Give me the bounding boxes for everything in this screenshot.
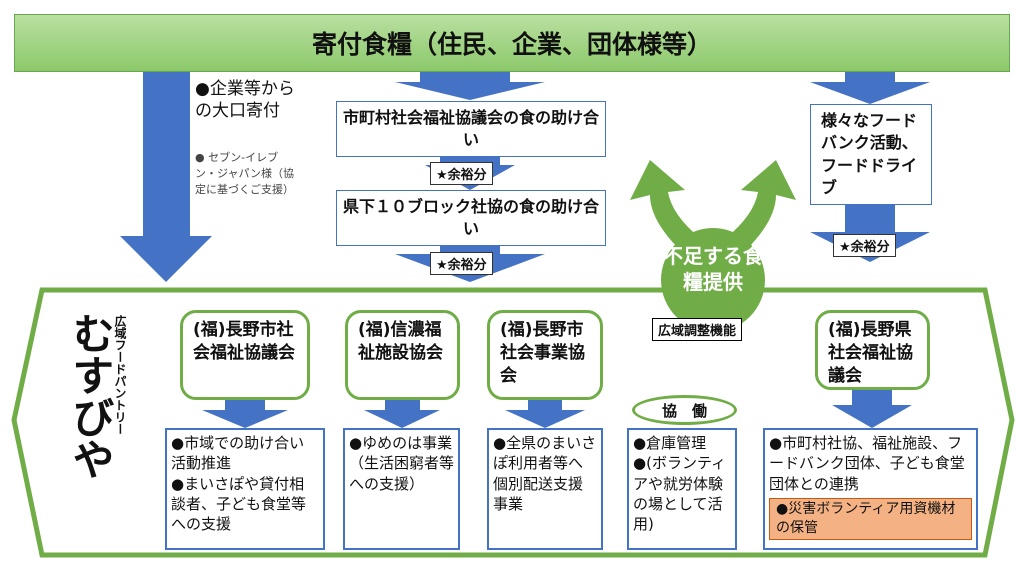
surplus-label: ★余裕分 (430, 252, 493, 275)
pantry-hexagon (11, 287, 1015, 558)
bulk-donation-note: ●企業等からの大口寄付 (195, 79, 295, 122)
activity-item: ●(ボランティアや就労体験の場として活用) (633, 454, 727, 533)
shortage-circle (661, 228, 765, 332)
org-nagano-pref-shakyo: (福)長野県社会福祉協議会 (815, 310, 930, 390)
collaboration-ellipse: 協 働 (632, 395, 737, 425)
top-middle-arrow (395, 72, 545, 100)
shinano-activities: ●ゆめのは事業（生活困窮者等への支援） (343, 428, 460, 550)
brand-subtitle: 広域フードパントリー (113, 315, 127, 435)
activity-item: ●市町村社協、福祉施設、フードバンク団体、子ども食堂団体との連携 (769, 434, 965, 493)
activity-item: ●市域での助け合い活動推進 (171, 434, 305, 473)
activity-item: ●まいさぽや貸付相談者、子ども食堂等への支援 (171, 474, 307, 534)
org-shinano-welfare: (福)信濃福祉施設協会 (345, 310, 460, 400)
warehouse-activities: ●倉庫管理 ●(ボランティアや就労体験の場として活用) (627, 428, 737, 550)
left-big-arrow (120, 72, 212, 282)
activity-item: ●ゆめのは事業（生活困窮者等への支援） (349, 434, 455, 493)
surplus-label: ★余裕分 (430, 162, 493, 185)
right-arrow-2 (810, 205, 930, 262)
surplus-label: ★余裕分 (833, 234, 896, 257)
top-right-arrow (810, 72, 930, 104)
regional-coordination-label: 広域調整機能 (652, 318, 743, 341)
brand-name: むすびや (66, 312, 115, 480)
activity-item: ●倉庫管理 (633, 434, 707, 452)
seven-eleven-note: ● セブン-イレブン・ジャパン様（協定に基づくご支援） (195, 151, 294, 196)
food-bank-activities-box: 様々なフードバンク活動、フードドライブ (810, 104, 932, 205)
shortage-supply-text: 不足する食糧提供 (663, 244, 763, 294)
municipal-mutual-aid-box: 市町村社会福祉協議会の食の助け合い (336, 101, 606, 157)
org-arrows (202, 390, 912, 428)
donation-banner: 寄付食糧（住民、企業、団体様等） (14, 14, 1010, 72)
nagano-city-activities: ●市域での助け合い活動推進 ●まいさぽや貸付相談者、子ども食堂等への支援 (165, 428, 325, 550)
org-nagano-city-shakyo: (福)長野市社会福祉協議会 (180, 310, 310, 400)
social-work-activities: ●全県のまいさぽ利用者等へ個別配送支援事業 (487, 428, 603, 550)
green-curved-arrow-right (726, 160, 796, 250)
block-mutual-aid-box: 県下１０ブロック社協の食の助け合い (336, 190, 606, 246)
org-nagano-social-work: (福)長野市社会事業協会 (487, 310, 603, 400)
disaster-equipment-highlight: ●災害ボランティア用資機材の保管 (769, 497, 972, 540)
activity-item: ●全県のまいさぽ利用者等へ個別配送支援事業 (493, 434, 597, 513)
green-curved-arrow-left (630, 160, 700, 250)
pref-shakyo-activities: ●市町村社協、福祉施設、フードバンク団体、子ども食堂団体との連携 ●災害ボランテ… (763, 428, 978, 550)
